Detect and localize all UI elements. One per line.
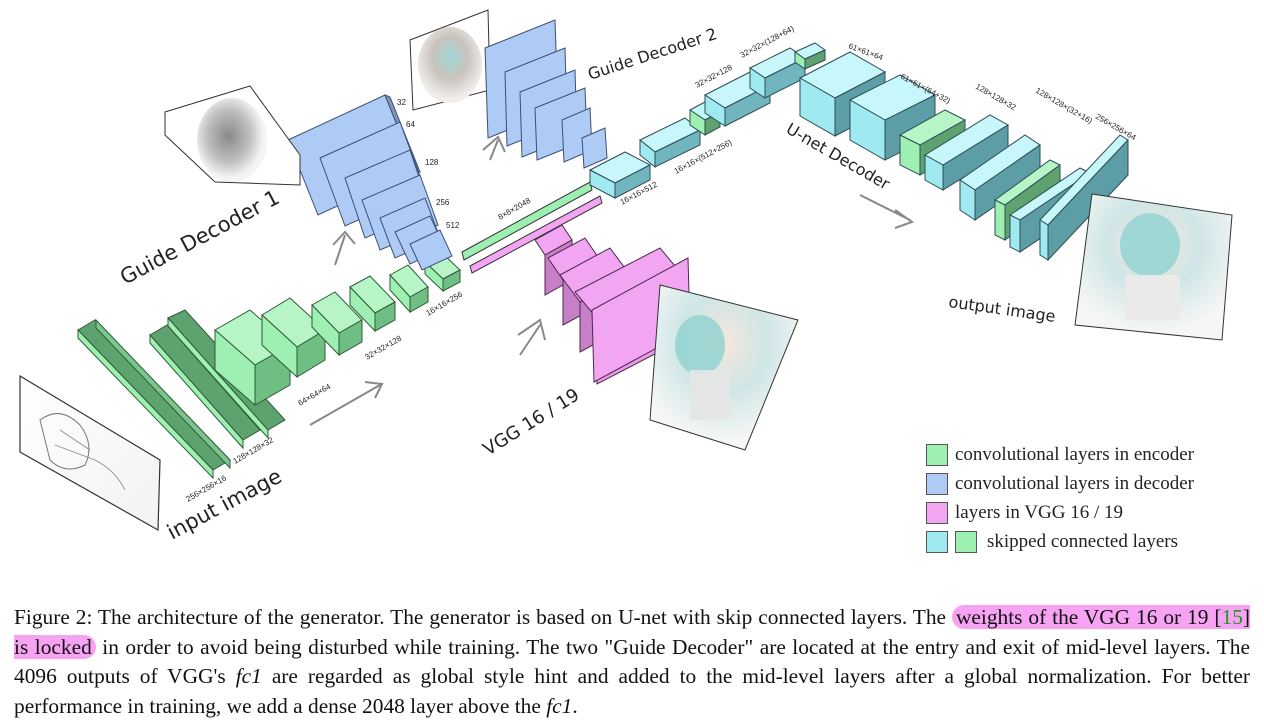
guide-decoder-1-blocks — [287, 94, 453, 271]
encoder-swatch — [926, 443, 948, 466]
label-guide-decoder-1: Guide Decoder 1 — [116, 185, 283, 289]
legend-label: convolutional layers in decoder — [955, 472, 1195, 494]
guide-decoder-2-blocks — [484, 19, 608, 169]
caption-part: ] is locked — [14, 605, 1251, 659]
label-guide-decoder-2: Guide Decoder 2 — [585, 24, 719, 84]
dim-dec-128b: 128×128×(32+16) — [1034, 86, 1094, 126]
dim-g1-32: 32 — [397, 98, 406, 107]
caption-part: in order to avoid being disturbed while … — [14, 634, 1250, 689]
label-vgg: VGG 16 / 19 — [480, 385, 584, 461]
encoder-blocks — [77, 252, 461, 480]
skip-swatch-green — [955, 530, 977, 553]
caption-part: . — [572, 693, 578, 718]
mid-connections — [461, 181, 603, 274]
guide-decoder-1-output — [164, 85, 301, 186]
caption-part: Figure 2: The architecture of the genera… — [14, 605, 952, 629]
legend-item-skip: skipped connected layers — [926, 527, 1256, 556]
legend-item-decoder: convolutional layers in decoder — [926, 469, 1256, 498]
dim-g1-512: 512 — [446, 221, 460, 230]
legend: convolutional layers in encoder convolut… — [926, 440, 1256, 556]
unet-decoder-blocks — [588, 42, 1129, 262]
guide-decoder-2-output — [409, 9, 491, 111]
decoder-swatch — [926, 472, 948, 495]
vgg-input-image — [649, 284, 799, 451]
output-image — [1074, 193, 1233, 341]
dim-enc-16: 16×16×256 — [425, 289, 465, 317]
legend-item-vgg: layers in VGG 16 / 19 — [926, 498, 1256, 527]
label-output-image: output image — [947, 292, 1056, 326]
skip-swatch-cyan — [926, 530, 948, 553]
caption-fc1: fc1 — [546, 693, 573, 718]
vgg-swatch — [926, 501, 948, 524]
input-image — [19, 374, 161, 532]
architecture-diagram: Guide Decoder 1 Guide Decoder 2 U-net De… — [19, 9, 1233, 544]
dim-dec-128a: 128×128×32 — [974, 82, 1018, 113]
flow-arrows — [309, 135, 915, 426]
caption-part: are regarded as global style hint and ad… — [14, 664, 1250, 718]
dim-g1-128: 128 — [425, 158, 439, 167]
legend-label: skipped connected layers — [987, 530, 1178, 552]
dim-enc-32: 32×32×128 — [364, 333, 404, 361]
dim-g1-64: 64 — [406, 120, 415, 129]
caption-part: weights of the VGG 16 or 19 [ — [955, 605, 1222, 629]
dim-g1-256: 256 — [436, 198, 450, 207]
caption-fc1: fc1 — [235, 664, 262, 688]
dim-dec-256: 256×256×64 — [1094, 112, 1138, 143]
legend-label: convolutional layers in encoder — [955, 443, 1195, 465]
citation-link[interactable]: 15 — [1221, 605, 1243, 629]
legend-item-encoder: convolutional layers in encoder — [926, 440, 1256, 469]
legend-label: layers in VGG 16 / 19 — [955, 501, 1123, 523]
dim-enc-64: 64×64×64 — [297, 382, 333, 408]
figure-caption: Figure 2: The architecture of the genera… — [14, 603, 1251, 721]
